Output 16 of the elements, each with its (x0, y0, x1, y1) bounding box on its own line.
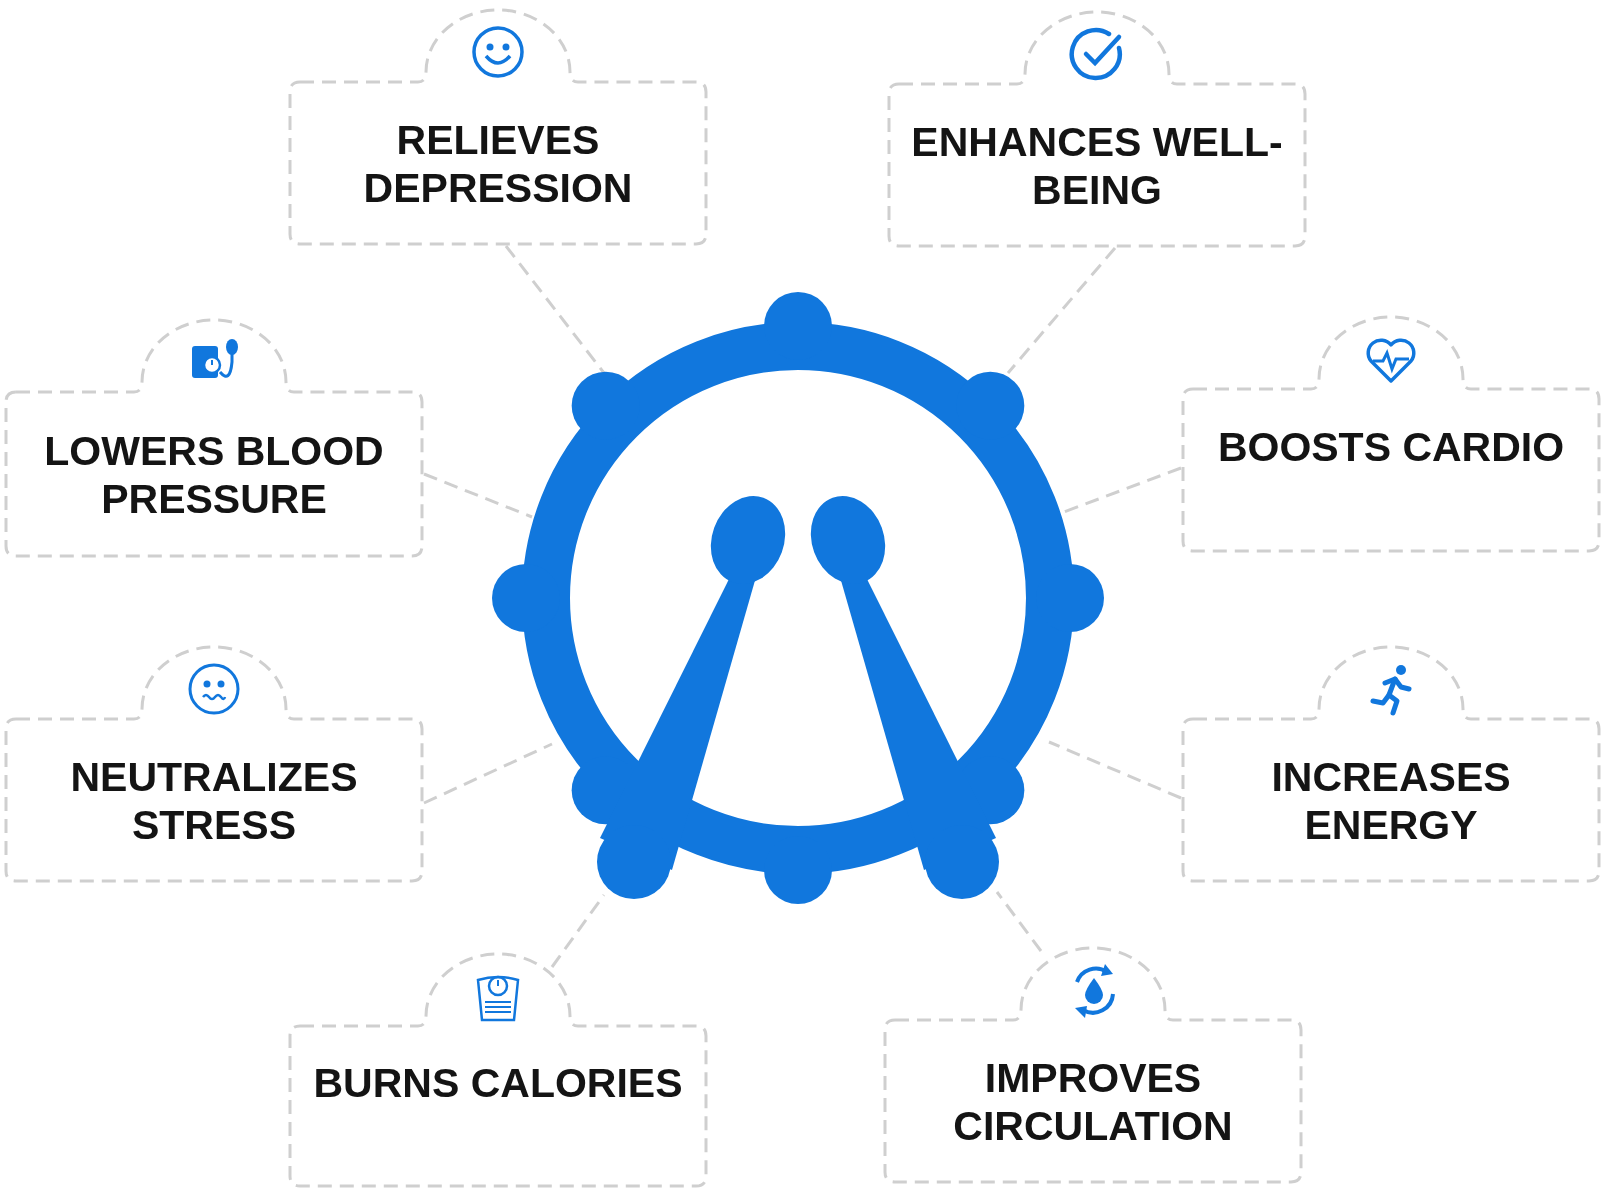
benefit-label: INCREASES ENERGY (1270, 753, 1512, 849)
connector-line (423, 472, 533, 519)
benefit-label: ENHANCES WELL-BEING (910, 118, 1284, 214)
benefit-label: IMPROVES CIRCULATION (952, 1054, 1234, 1150)
connector-line (995, 891, 1043, 952)
benefit-label: NEUTRALIZES STRESS (69, 753, 359, 849)
connector-line (550, 894, 606, 968)
connector-line (1063, 466, 1182, 514)
benefit-label: LOWERS BLOOD PRESSURE (43, 427, 385, 523)
connector-line (423, 742, 553, 805)
benefit-label: BURNS CALORIES (312, 1059, 684, 1107)
connector-line (1006, 247, 1117, 374)
benefit-label: RELIEVES DEPRESSION (362, 116, 634, 212)
connector-line (504, 245, 606, 374)
connector-line (1048, 740, 1182, 800)
benefit-label: BOOSTS CARDIO (1216, 423, 1566, 471)
